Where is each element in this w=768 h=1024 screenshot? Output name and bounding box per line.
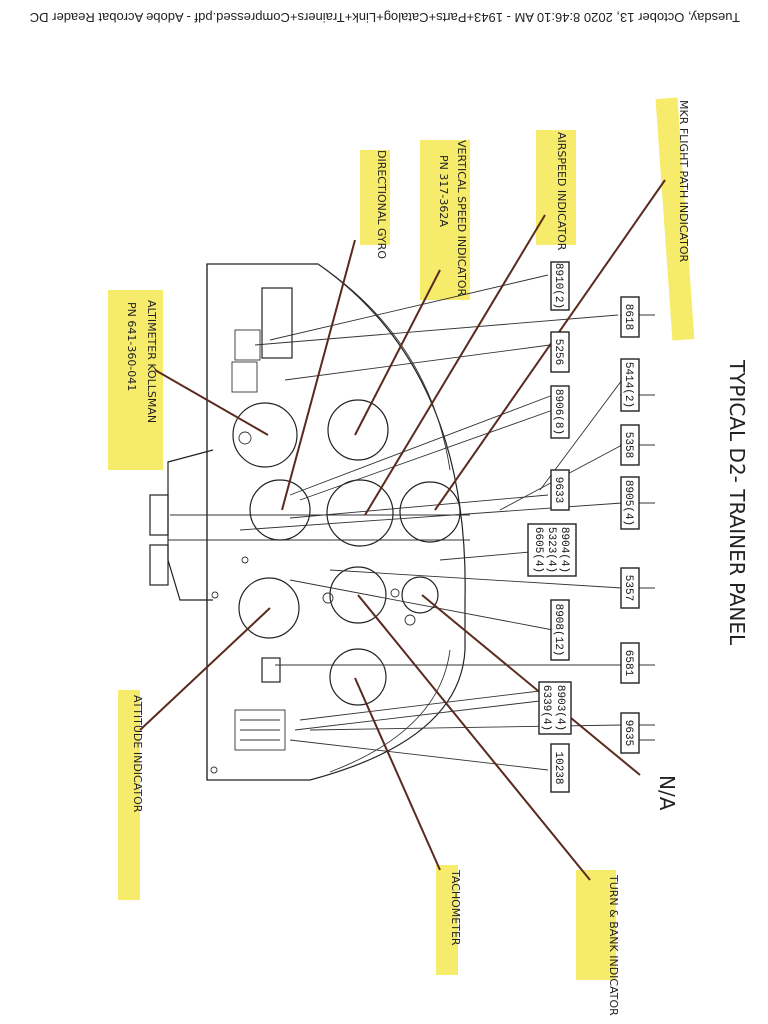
part-box-10238: 10238 [550, 743, 570, 793]
part-box-8904-group: 8904(4) 5323(4) 6605(4) [527, 523, 577, 577]
part-box-9635: 9635 [620, 712, 640, 754]
label-na: N/A [655, 775, 679, 811]
part-8904: 8904(4) [558, 527, 570, 573]
label-vertical-speed-pn: PN 317-362A [437, 155, 450, 227]
part-10238: 10238 [552, 751, 564, 784]
panel-diagram: 8910(2) 8618 5256 5414(2) 8906(8) 5358 [108, 97, 749, 1016]
page-header: Tuesday, October 13, 2020 8:46:10 AM - 1… [0, 0, 768, 40]
label-tachometer: TACHOMETER [449, 869, 462, 946]
part-box-6581: 6581 [620, 642, 640, 684]
part-box-5414: 5414(2) [620, 358, 640, 412]
instrument-labels: TYPICAL D2- TRAINER PANEL MKR FLIGHT PAT… [125, 100, 749, 1016]
label-directional-gyro: DIRECTIONAL GYRO [375, 150, 388, 259]
part-8618: 8618 [622, 304, 634, 330]
header-text: Tuesday, October 13, 2020 8:46:10 AM - 1… [29, 10, 740, 25]
part-number-boxes: 8910(2) 8618 5256 5414(2) 8906(8) 5358 [527, 261, 640, 793]
label-altimeter: ALTIMETER KOLLSMAN [145, 300, 158, 423]
part-8908: 8908(12) [552, 604, 564, 657]
part-box-5358: 5358 [620, 424, 640, 466]
part-6605: 6605(4) [532, 527, 544, 573]
part-8905: 8905(4) [622, 480, 634, 526]
part-8910: 8910(2) [552, 263, 564, 309]
label-attitude: ATTITUDE INDICATOR [131, 695, 144, 813]
part-5414: 5414(2) [622, 362, 634, 408]
part-box-8903-group: 8903(4) 6339(4) [538, 681, 572, 735]
label-highlights [108, 97, 695, 980]
part-box-8910: 8910(2) [550, 261, 570, 311]
leader-arrows [139, 179, 666, 881]
part-8906: 8906(8) [552, 389, 564, 435]
part-6339: 6339(4) [540, 685, 552, 731]
part-box-8905: 8905(4) [620, 476, 640, 530]
label-vertical-speed: VERTICAL SPEED INDICATOR [455, 140, 468, 297]
part-5256: 5256 [552, 339, 564, 365]
label-altimeter-pn: PN 641-360-041 [125, 302, 138, 391]
part-box-8908: 8908(12) [550, 599, 570, 661]
part-5358: 5358 [622, 432, 634, 458]
label-turn-bank: TURN & BANK INDICATOR [607, 874, 620, 1016]
part-box-8618: 8618 [620, 296, 640, 338]
diagram-title: TYPICAL D2- TRAINER PANEL [725, 359, 749, 646]
label-mkr-flight-path: MKR FLIGHT PATH INDICATOR [677, 100, 690, 263]
part-6581: 6581 [622, 650, 634, 677]
part-box-9633: 9633 [550, 469, 570, 511]
part-9635: 9635 [622, 720, 634, 746]
part-box-8906: 8906(8) [550, 385, 570, 439]
part-9633: 9633 [552, 477, 564, 503]
part-5323: 5323(4) [545, 527, 557, 573]
instrument-panel [149, 263, 470, 781]
label-airspeed: AIRSPEED INDICATOR [555, 132, 568, 251]
part-box-5256: 5256 [550, 331, 570, 373]
part-box-5357: 5357 [620, 567, 640, 609]
part-8903: 8903(4) [554, 685, 566, 731]
reference-lines [239, 274, 655, 771]
part-5357: 5357 [622, 575, 634, 601]
